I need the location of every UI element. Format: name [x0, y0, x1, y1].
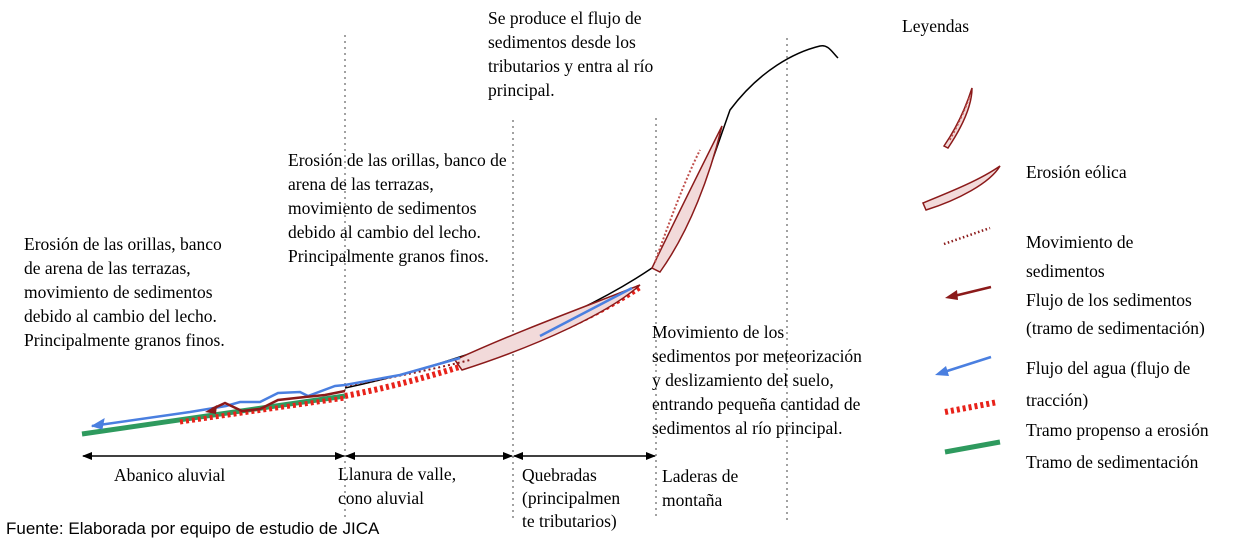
zone-label-alluvial-fan: Abanico aluvial — [114, 465, 226, 485]
legend-label-sediment-movement: Movimiento de sedimentos — [1026, 232, 1134, 281]
zone-dividers — [344, 35, 788, 520]
eolian-erosion-steep — [651, 125, 723, 273]
zone-label-mountain-slopes: Laderas de montaña — [662, 466, 739, 510]
source-caption: Fuente: Elaborada por equipo de estudio … — [6, 519, 380, 538]
sediment-movement-mid — [344, 359, 471, 387]
legend-sediment-flow-icon — [945, 285, 992, 300]
legend-sediment-movement-icon — [943, 226, 991, 246]
eolian-erosion-mid — [453, 284, 641, 371]
legend-label-water-flow: Flujo del agua (flujo de tracción) — [1026, 358, 1191, 410]
legend-water-flow-icon — [935, 355, 992, 376]
sediment-flow — [205, 389, 346, 414]
legend-erosion-prone-icon — [944, 399, 999, 415]
legend-label-sediment-flow: Flujo de los sedimentos (tramo de sedime… — [1026, 290, 1205, 338]
note-tributaries: Se produce el flujo de sedimentos desde … — [488, 8, 654, 100]
note-alluvial-fan: Erosión de las orillas, banco de arena d… — [24, 234, 225, 350]
legend-label-sedimentation: Tramo de sedimentación — [1026, 452, 1199, 472]
zone-label-valley-plain: Llanura de valle, cono aluvial — [338, 464, 457, 508]
note-valley-plain: Erosión de las orillas, banco de arena d… — [288, 150, 507, 266]
zone-label-ravines: Quebradas (principalmen te tributarios) — [522, 465, 621, 531]
legend-sedimentation-icon — [944, 439, 1001, 455]
legend-label-erosion-prone: Tramo propenso a erosión — [1026, 420, 1209, 440]
erosion-prone-section-lower — [179, 395, 346, 425]
water-flow — [90, 286, 633, 430]
sediment-movement-steep — [654, 149, 701, 263]
legend-title: Leyendas — [902, 16, 970, 36]
legend-label-eolian-erosion: Erosión eólica — [1026, 162, 1127, 182]
legend-symbol-top — [942, 87, 973, 149]
legend-symbols — [922, 87, 1001, 455]
legend-eolian-erosion-icon — [922, 165, 1001, 211]
note-mountain-slopes: Movimiento de los sedimentos por meteori… — [652, 322, 862, 438]
